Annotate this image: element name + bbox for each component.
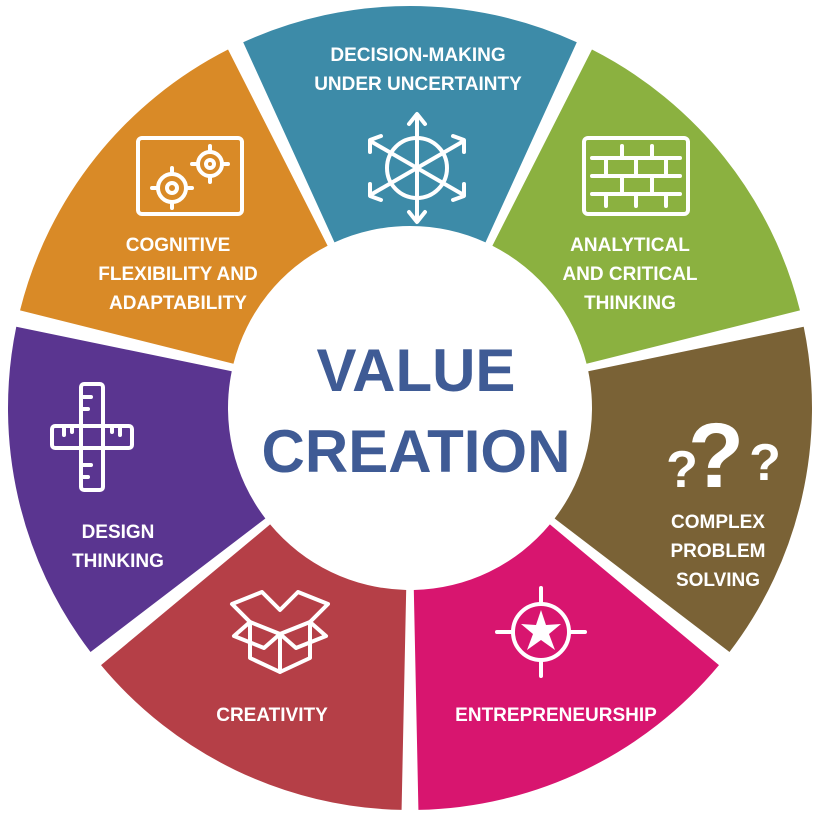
brick-wall-icon <box>582 136 690 216</box>
rulers-icon <box>50 382 134 492</box>
segment-analytical: ANALYTICAL AND CRITICAL THINKING <box>492 49 800 364</box>
open-box-icon <box>230 590 330 674</box>
question-marks-icon: ? ? ? <box>666 405 781 507</box>
gears-icon <box>136 136 244 216</box>
center-title-line-2: CREATION <box>262 418 571 485</box>
center-hub: VALUE CREATION <box>238 236 582 580</box>
svg-text:?: ? <box>666 441 698 499</box>
segment-cognitive-flexibility: COGNITIVE FLEXIBILITY AND ADAPTABILITY <box>20 49 328 364</box>
segment-decision-making-label-2: UNDER UNCERTAINTY <box>314 74 522 95</box>
segment-complex-problem-solving: ? ? ? COMPLEX PROBLEM SOLVING <box>554 326 812 653</box>
segment-decision-making-label-1: DECISION-MAKING <box>330 45 505 66</box>
segment-decision-making: DECISION-MAKING UNDER UNCERTAINTY <box>243 5 577 243</box>
segment-entrepreneurship: ENTREPRENEURSHIP <box>413 524 719 810</box>
segment-analytical-shape <box>492 49 800 364</box>
segment-design-shape <box>7 326 266 653</box>
segment-analytical-label-3: THINKING <box>584 293 676 314</box>
center-circle <box>238 236 582 580</box>
segment-complex-label-2: PROBLEM <box>671 541 766 562</box>
segment-complex-shape <box>554 326 812 653</box>
segment-cognitive-label-1: COGNITIVE <box>126 235 231 256</box>
svg-text:?: ? <box>749 434 781 492</box>
center-title-line-1: VALUE <box>317 337 516 404</box>
compass-star-icon <box>495 586 587 678</box>
segment-cognitive-label-3: ADAPTABILITY <box>109 293 247 314</box>
segment-entrepreneurship-shape <box>413 524 719 810</box>
segment-design-thinking: DESIGN THINKING <box>7 326 266 653</box>
segment-cognitive-label-2: FLEXIBILITY AND <box>98 264 257 285</box>
segment-design-label-2: THINKING <box>72 551 164 572</box>
segment-analytical-label-1: ANALYTICAL <box>570 235 690 256</box>
segment-creativity: CREATIVITY <box>101 524 407 810</box>
segment-analytical-label-2: AND CRITICAL <box>562 264 697 285</box>
segment-complex-label-1: COMPLEX <box>671 512 765 533</box>
segment-creativity-label: CREATIVITY <box>216 705 328 726</box>
segment-design-label-1: DESIGN <box>82 522 155 543</box>
svg-text:?: ? <box>688 405 744 507</box>
segment-creativity-shape <box>101 524 407 810</box>
arrows-expand-icon <box>368 112 466 224</box>
segment-entrepreneurship-label: ENTREPRENEURSHIP <box>455 705 657 726</box>
segment-complex-label-3: SOLVING <box>676 570 760 591</box>
